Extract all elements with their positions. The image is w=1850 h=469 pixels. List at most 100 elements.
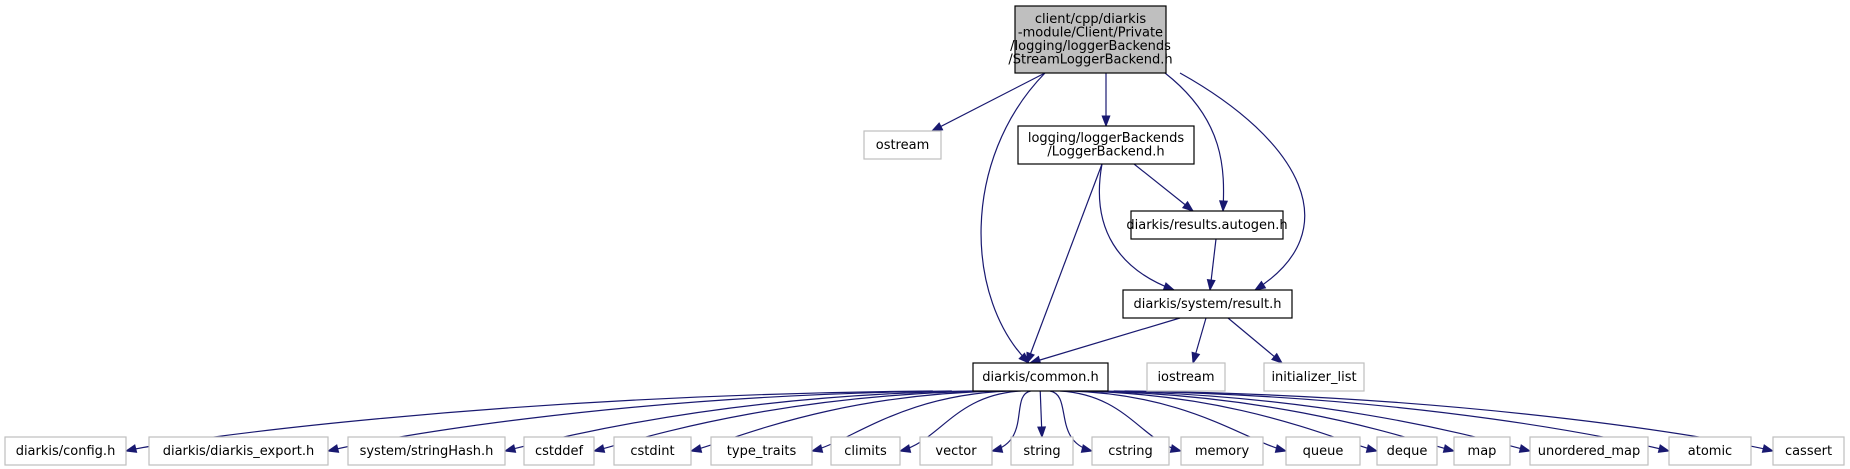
edge-arrowhead [898,444,912,453]
node-result[interactable]: diarkis/system/result.h [1122,289,1293,319]
node-string: string [1010,436,1074,466]
edge-line [1164,72,1225,212]
edges-layer [124,72,1775,453]
edge-results_autogen-to-result [1206,238,1217,292]
edge-root-to-results_autogen [1164,72,1229,213]
edge-arrowhead [1761,444,1775,453]
node-label: system/stringHash.h [360,444,494,459]
node-label: diarkis/config.h [16,444,116,459]
edge-arrowhead [1657,444,1671,453]
node-box [919,436,993,466]
edge-arrowhead [1037,426,1047,439]
node-label: climits [844,444,887,459]
edge-common-to-climits [898,390,1021,453]
node-results-autogen[interactable]: diarkis/results.autogen.h [1126,210,1288,240]
edge-line [690,390,998,452]
edge-arrowhead [810,444,824,453]
node-box [830,436,901,466]
edge-arrowhead [1169,444,1183,453]
edge-loggerbackend-to-result [1098,163,1176,291]
edge-arrowhead [1191,351,1201,365]
node-label: /StreamLoggerBackend.h [1008,53,1172,68]
node-common[interactable]: diarkis/common.h [972,362,1109,392]
node-box [1529,436,1649,466]
node-box [863,130,942,160]
node-diarkis-export: diarkis/diarkis_export.h [148,436,329,466]
node-box [1017,125,1195,165]
edge-common-to-type_traits [810,390,1010,453]
edge-arrowhead [1162,282,1176,291]
edge-arrowhead [689,444,703,453]
edge-line [1133,163,1194,212]
edge-arrowhead [1365,444,1379,453]
node-cstddef: cstddef [523,436,595,466]
edge-loggerbackend-to-results_autogen [1133,163,1195,212]
node-label: diarkis/system/result.h [1134,297,1282,312]
node-label: /LoggerBackend.h [1047,145,1164,160]
edge-result-to-iostream [1191,317,1207,365]
node-label: /logging/loggerBackends [1010,39,1171,54]
node-initializer-list: initializer_list [1263,362,1365,392]
node-type-traits: type_traits [710,436,813,466]
edge-root-to-loggerbackend [1101,73,1111,128]
edge-line [899,390,1021,452]
edge-line [811,390,1010,452]
edge-line [991,390,1031,452]
node-box [148,436,329,466]
edge-arrowhead [1442,444,1456,453]
node-vector: vector [919,436,993,466]
node-box [1263,362,1365,392]
node-label: ostream [876,138,930,153]
node-cstdint: cstdint [613,436,692,466]
node-label: unordered_map [1538,444,1641,459]
edge-line [1071,390,1287,452]
edge-arrowhead [326,444,340,453]
edge-line [1026,163,1103,364]
edge-result-to-initializer_list [1227,317,1284,364]
node-root[interactable]: client/cpp/diarkis-module/Client/Private… [1008,5,1173,74]
node-box [1453,436,1511,466]
node-box [523,436,595,466]
node-box [613,436,692,466]
edge-line [931,72,1046,132]
node-box [1668,436,1752,466]
edge-line [1049,390,1093,452]
node-label: client/cpp/diarkis [1035,12,1146,27]
node-ostream: ostream [863,130,942,160]
node-label: map [1468,444,1497,459]
edge-arrowhead [592,444,606,453]
edge-line [1179,72,1306,291]
node-box [1010,436,1074,466]
node-queue: queue [1285,436,1361,466]
edge-arrowhead [1080,444,1094,453]
node-box [710,436,813,466]
node-box [1122,289,1293,319]
node-label: type_traits [727,444,797,459]
node-label: vector [935,444,977,459]
node-deque: deque [1376,436,1438,466]
node-unordered-map: unordered_map [1529,436,1649,466]
node-label: string [1023,444,1060,459]
node-loggerbackend[interactable]: logging/loggerBackends/LoggerBackend.h [1017,125,1195,165]
edge-arrowhead [930,122,944,132]
node-label: cstdint [630,444,674,459]
edge-common-to-queue [1071,390,1288,453]
node-label: cassert [1785,444,1832,459]
node-box [347,436,506,466]
node-label: cstring [1108,444,1152,459]
node-atomic: atomic [1668,436,1752,466]
edge-arrowhead [1274,444,1288,453]
node-box [1146,362,1226,392]
edge-result-to-common [1028,317,1181,365]
node-cstring: cstring [1091,436,1170,466]
node-label: cstddef [535,444,584,459]
node-map: map [1453,436,1511,466]
edge-loggerbackend-to-common [1026,163,1103,365]
edge-arrowhead [503,444,517,453]
node-label: iostream [1157,370,1214,385]
node-cassert: cassert [1772,436,1845,466]
edge-arrowhead [1253,280,1267,291]
nodes-layer: client/cpp/diarkis-module/Client/Private… [4,5,1845,466]
node-box [1772,436,1845,466]
